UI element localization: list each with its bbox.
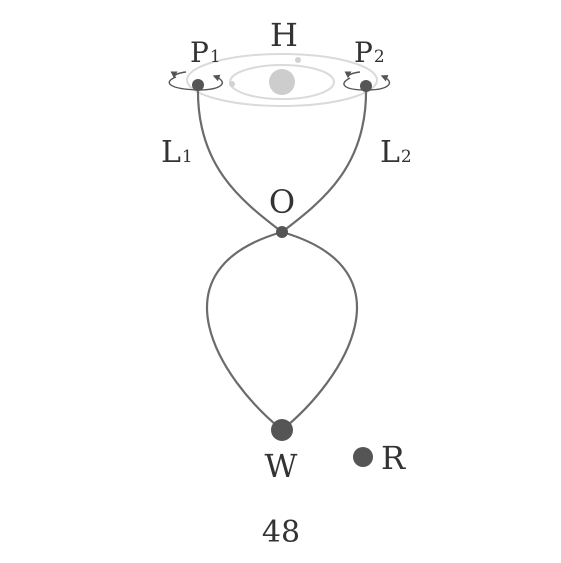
curve-l2 <box>281 85 368 233</box>
label-p2-letter: P <box>354 36 373 69</box>
label-o: O <box>269 183 295 221</box>
label-r: R <box>381 439 406 477</box>
label-h: H <box>270 16 298 54</box>
label-l2-sub: 2 <box>401 147 412 167</box>
outer-orbit-ring <box>186 53 378 107</box>
orbit-system <box>186 53 378 107</box>
label-p2: P2 <box>354 36 385 69</box>
label-l1: L1 <box>161 135 193 170</box>
label-p1: P1 <box>190 36 221 69</box>
label-l2-letter: L <box>380 135 400 170</box>
page-number: 48 <box>262 515 300 550</box>
label-w: W <box>265 447 298 485</box>
node-r <box>353 447 373 467</box>
orbit-hub <box>269 69 295 95</box>
label-l1-letter: L <box>161 135 181 170</box>
label-p1-sub: 1 <box>210 47 221 67</box>
label-l2: L2 <box>380 135 412 170</box>
orbit-satellite-top <box>295 57 301 63</box>
label-p1-letter: P <box>190 36 209 69</box>
orbit-satellite-left <box>229 81 235 87</box>
node-o <box>276 226 288 238</box>
node-w <box>271 419 293 441</box>
loop-right <box>281 230 359 431</box>
curve-l1 <box>196 85 283 233</box>
loop-left <box>205 230 283 431</box>
label-l1-sub: 1 <box>182 147 193 167</box>
node-p1 <box>192 79 204 91</box>
label-p2-sub: 2 <box>374 47 385 67</box>
node-p2 <box>360 80 372 92</box>
